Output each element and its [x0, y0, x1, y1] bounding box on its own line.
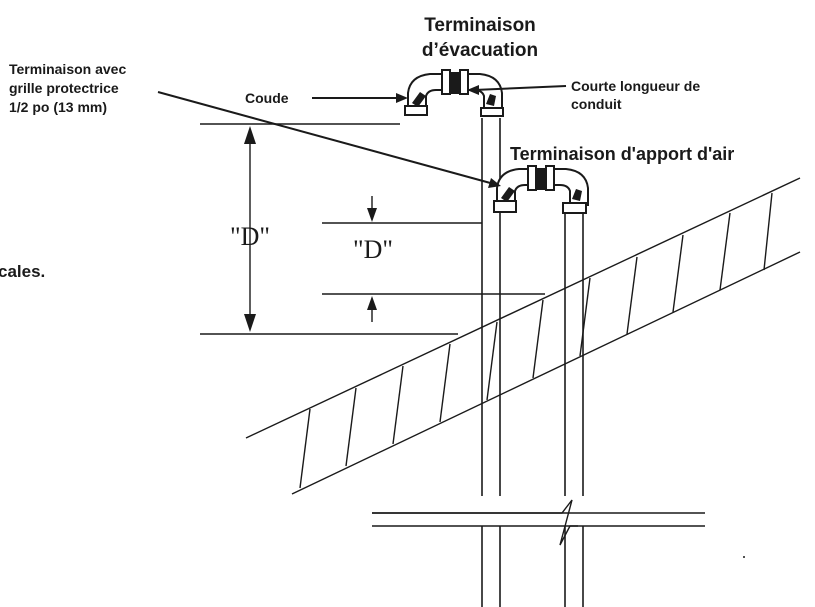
inner-d-arrows [367, 196, 377, 322]
screen-label-line1: Terminaison avec [9, 61, 126, 77]
exhaust-elbow-fitting [404, 69, 504, 117]
exhaust-title-line2: d’évacuation [422, 40, 538, 61]
intake-pipe [564, 213, 584, 607]
short-pipe-label-line1: Courte longueur de [571, 78, 700, 94]
dimension-outer-label: "D" [230, 222, 270, 251]
intake-elbow-fitting [493, 165, 589, 214]
elbow-label: Coude [245, 90, 289, 106]
screen-label-line2: grille protectrice [9, 80, 119, 96]
screen-label-line3: 1/2 po (13 mm) [9, 99, 107, 115]
partial-text: cales. [0, 262, 45, 281]
short-pipe-label-line2: conduit [571, 96, 622, 112]
exhaust-title-line1: Terminaison [424, 15, 536, 36]
roof-section [245, 177, 801, 495]
air-intake-label: Terminaison d'apport d'air [510, 144, 734, 164]
dimension-lines [200, 123, 545, 335]
leader-lines [157, 85, 567, 188]
floor-break-line [372, 496, 705, 546]
outer-d-arrow [244, 126, 256, 332]
dimension-inner-label: "D" [353, 235, 393, 264]
stray-dot [743, 556, 745, 558]
